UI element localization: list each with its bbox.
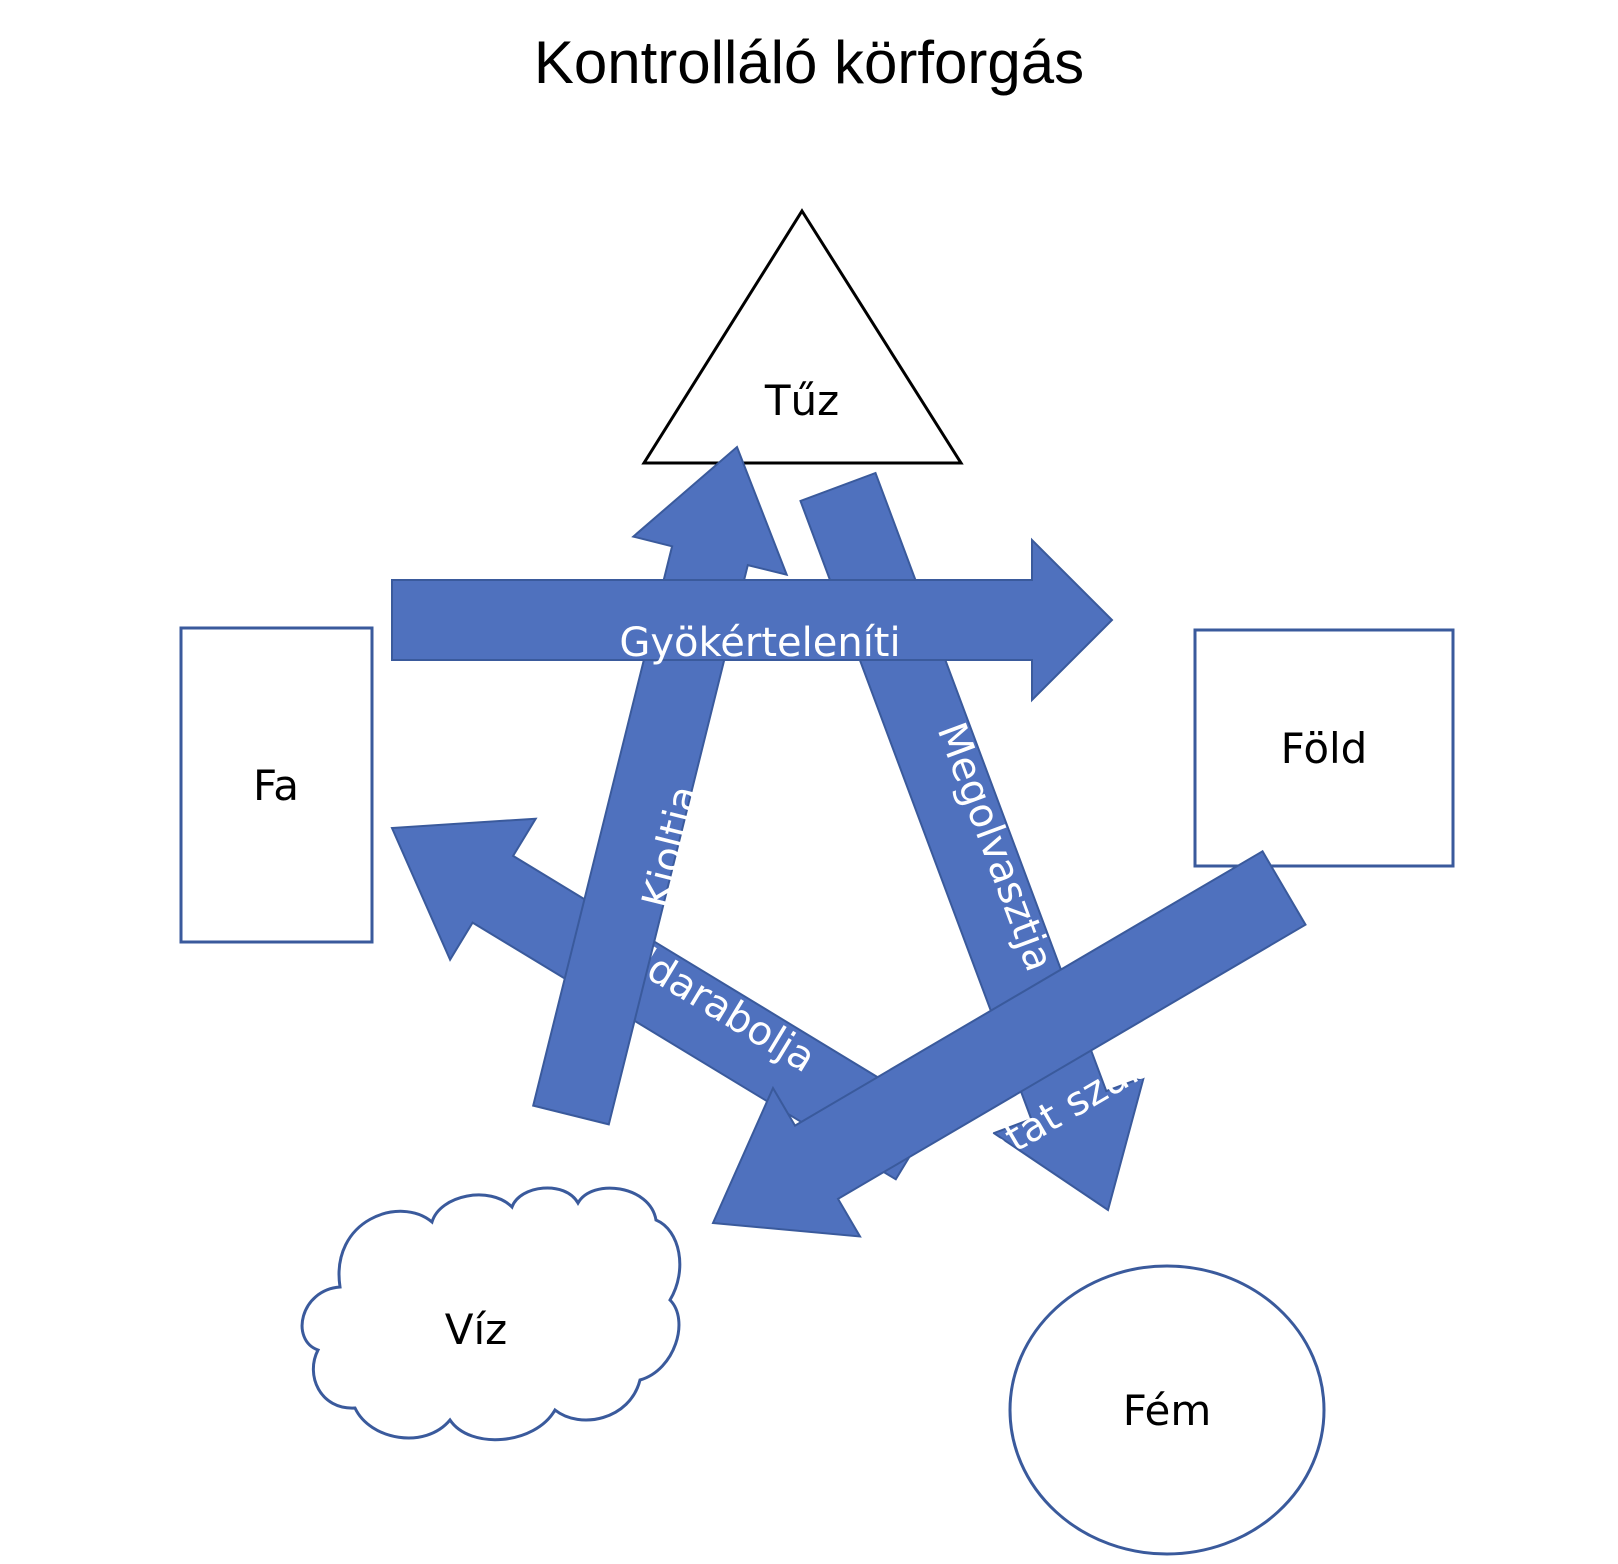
metal-label: Fém [1123,1386,1212,1435]
arrow-gyokertelenit-label: Gyökérteleníti [619,620,900,666]
water-label: Víz [445,1305,507,1354]
diagram-title: Kontrolláló körforgás [533,29,1085,96]
arrow-gyokertelenit-shape [391,537,1114,703]
fire-label: Tűz [764,376,839,425]
wood-label: Fa [253,761,299,810]
node-fire: Tűz [641,208,964,465]
arrow-gatat-szab-shape [711,849,1307,1238]
water-cloud [300,1186,682,1442]
node-water: Víz [300,1186,682,1442]
node-earth: Föld [1193,628,1455,868]
arrows-layer: Feldarabolja Kioltja Megolvasztja Gyökér… [390,445,1307,1238]
earth-label: Föld [1281,724,1368,773]
fire-triangle [641,208,964,465]
metal-ellipse [1008,1264,1326,1556]
arrow-gyokertelenit: Gyökérteleníti [391,537,1114,703]
node-wood: Fa [179,626,374,944]
earth-rectangle [1193,628,1455,868]
wood-rectangle [179,626,374,944]
node-metal: Fém [1008,1264,1326,1556]
